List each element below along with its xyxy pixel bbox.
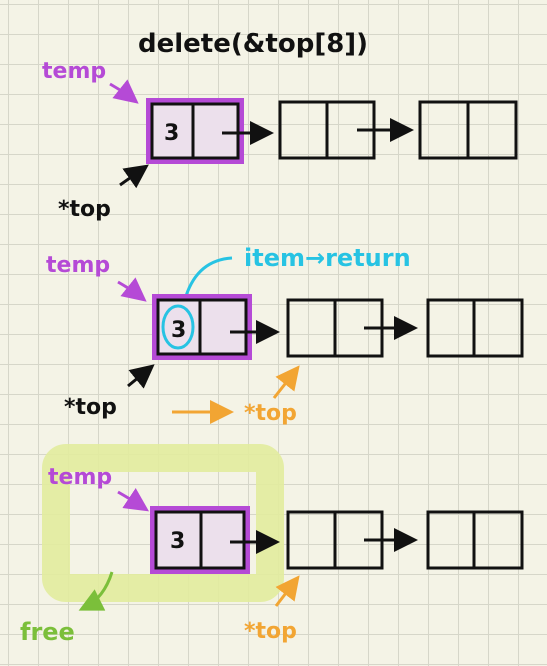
panel-1-temp-arrow — [109, 79, 139, 104]
panel-1-node-3 — [418, 100, 518, 160]
panel-2-top-label: *top — [64, 395, 117, 420]
panel-1-head-node: 3 — [146, 98, 244, 164]
panel-3-free-label: free — [20, 618, 75, 646]
diagram-title: delete(&top[8]) — [138, 29, 368, 59]
panel-3-new-top-label: *top — [244, 619, 297, 644]
panel-3: temp 3 free *top — [20, 444, 524, 646]
panel-2-item-highlight — [161, 304, 195, 350]
panel-3-temp-label: temp — [48, 465, 112, 490]
panel-2-temp-arrow — [117, 277, 147, 302]
panel-3-temp-arrow — [117, 488, 149, 512]
panel-2-node-3 — [426, 298, 524, 358]
panel-2-head-node: 3 — [152, 294, 252, 360]
panel-2-node-value: 3 — [171, 318, 186, 343]
panel-3-head-node: 3 — [150, 506, 250, 574]
panel-1-top-label: *top — [58, 197, 111, 222]
panel-3-new-top-arrow — [274, 575, 300, 607]
panel-3-node-value: 3 — [170, 529, 185, 554]
panel-3-free-highlight — [42, 444, 284, 602]
panel-2-new-top-label: *top — [244, 401, 297, 426]
panel-2-top-arrow — [127, 364, 155, 389]
panel-2: item→return temp 3 *top *top — [46, 244, 524, 426]
panel-2-item-return-label: item→return — [244, 244, 411, 272]
panel-1-node-value: 3 — [164, 121, 179, 146]
panel-2-temp-label: temp — [46, 253, 110, 278]
panel-1: temp 3 *top — [42, 59, 518, 222]
panel-1-temp-label: temp — [42, 59, 106, 84]
panel-2-new-top-arrow — [272, 365, 300, 399]
panel-1-top-arrow — [119, 164, 149, 189]
panel-3-free-arrow — [78, 571, 114, 611]
panel-3-node-3 — [426, 510, 524, 570]
